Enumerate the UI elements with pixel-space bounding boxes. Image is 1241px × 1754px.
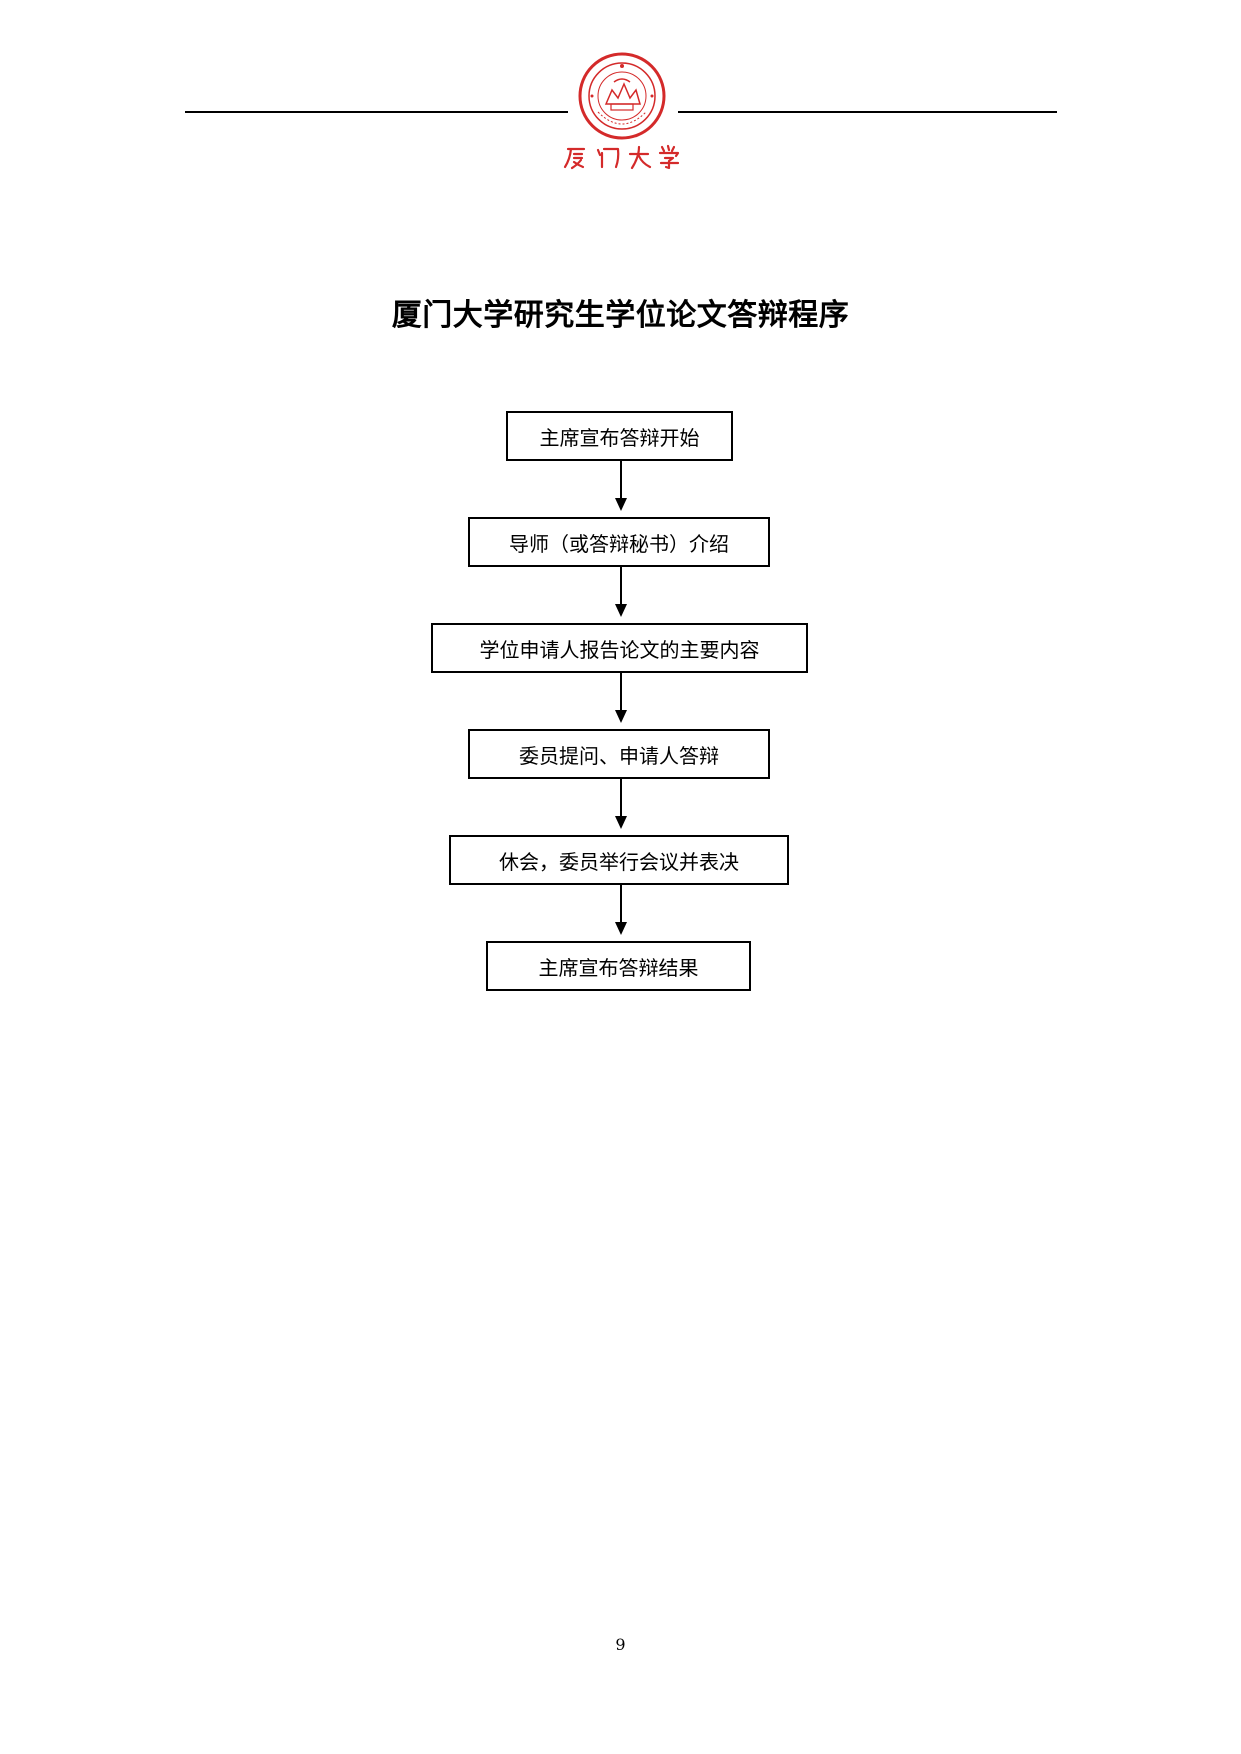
university-seal-icon (578, 52, 666, 140)
header-rule-right (678, 111, 1057, 113)
arrow-down-icon (615, 461, 627, 511)
flow-step-5: 休会，委员举行会议并表决 (449, 835, 789, 885)
arrow-down-icon (615, 673, 627, 723)
flow-step-3: 学位申请人报告论文的主要内容 (431, 623, 808, 673)
flow-step-2: 导师（或答辩秘书）介绍 (468, 517, 770, 567)
flow-step-1: 主席宣布答辩开始 (506, 411, 733, 461)
flow-step-4: 委员提问、申请人答辩 (468, 729, 770, 779)
document-title: 厦门大学研究生学位论文答辩程序 (391, 298, 850, 333)
arrow-down-icon (615, 779, 627, 829)
page-number: 9 (615, 1635, 626, 1654)
arrow-down-icon (615, 885, 627, 935)
flow-step-6: 主席宣布答辩结果 (486, 941, 751, 991)
calligraphy-signature-icon (563, 144, 680, 170)
header-rule-left (185, 111, 568, 113)
arrow-down-icon (615, 567, 627, 617)
